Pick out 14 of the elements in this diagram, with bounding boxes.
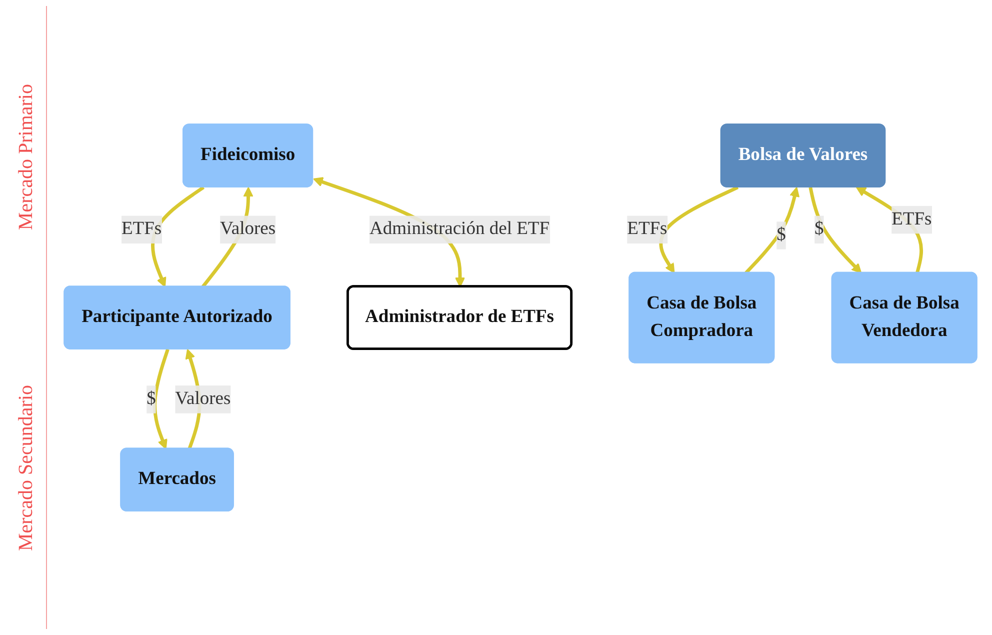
arrow	[153, 348, 170, 450]
section-label: Mercado Secundario	[14, 385, 38, 552]
edge-label: ETFs	[627, 219, 668, 239]
edge-label: Valores	[175, 388, 231, 409]
edge-label: $	[776, 225, 786, 245]
edge-label: Administración del ETF	[370, 219, 550, 239]
section-label: Mercado Primario	[14, 84, 38, 230]
edge-label: ETFs	[121, 219, 162, 239]
edge-label: Valores	[220, 219, 276, 239]
edge-label: $	[814, 219, 824, 239]
edge-label: ETFs	[892, 209, 932, 230]
edge-label: $	[146, 389, 156, 409]
arrow	[659, 186, 739, 274]
arrow	[808, 186, 862, 274]
